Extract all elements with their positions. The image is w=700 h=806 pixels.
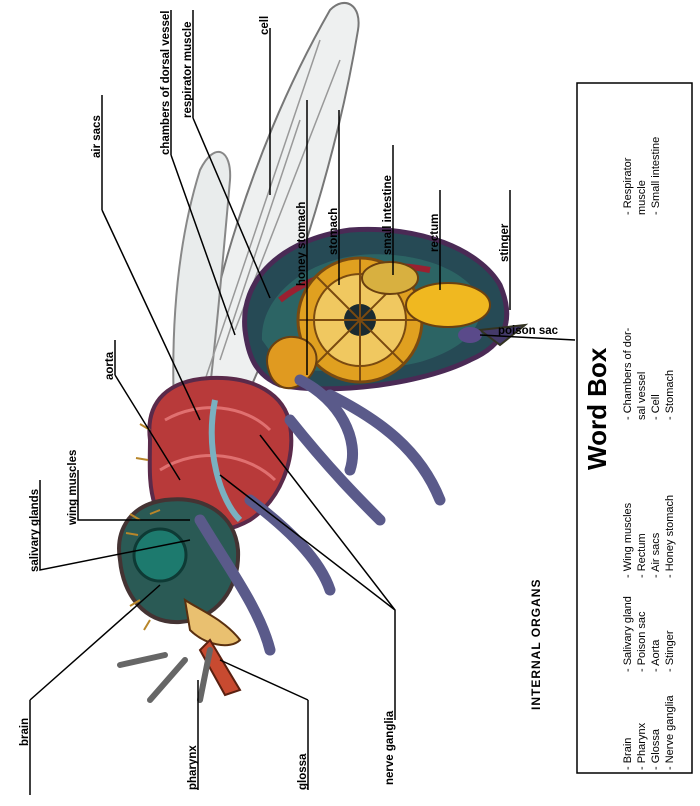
word-box-item: - Chambers of dor- bbox=[622, 327, 634, 420]
word-box-item: - Poison sac bbox=[636, 611, 648, 672]
label-wing-muscles: wing muscles bbox=[67, 450, 79, 526]
word-box: Word Box - Brain - Pharynx - Glossa - Ne… bbox=[577, 83, 692, 773]
label-respirator-muscle: respirator muscle bbox=[182, 21, 194, 118]
word-box-item: - Nerve ganglia bbox=[664, 695, 676, 770]
bee-illustration bbox=[119, 3, 525, 700]
label-chambers-of-dorsal-vessel: chambers of dorsal vessel bbox=[160, 11, 172, 155]
word-box-title: Word Box bbox=[582, 347, 612, 470]
label-honey-stomach: honey stomach bbox=[296, 202, 308, 286]
label-glossa: glossa bbox=[297, 753, 309, 790]
word-box-item: - Small intestine bbox=[650, 137, 662, 215]
label-brain: brain bbox=[19, 718, 31, 746]
label-small-intestine: small intestine bbox=[382, 175, 394, 255]
label-salivary-glands: salivary glands bbox=[29, 489, 41, 572]
word-box-item: - Air sacs bbox=[650, 532, 662, 578]
figure-title: INTERNAL ORGANS bbox=[529, 579, 543, 710]
label-cell: cell bbox=[259, 16, 271, 35]
word-box-item: - Glossa bbox=[650, 728, 662, 770]
label-stomach: stomach bbox=[328, 208, 340, 255]
bee-small-intestine bbox=[362, 262, 418, 294]
label-rectum: rectum bbox=[429, 214, 441, 252]
label-nerve-ganglia: nerve ganglia bbox=[384, 710, 396, 785]
label-aorta: aorta bbox=[104, 351, 116, 380]
word-box-item: - Salivary gland bbox=[622, 596, 634, 672]
label-stinger: stinger bbox=[499, 223, 511, 262]
bee-brain bbox=[134, 529, 186, 581]
word-box-item: - Aorta bbox=[650, 639, 662, 672]
word-box-item: - Respirator bbox=[622, 157, 634, 215]
word-box-item: - Cell bbox=[650, 394, 662, 420]
label-air-sacs: air sacs bbox=[91, 115, 103, 158]
bee-rectum bbox=[406, 283, 490, 327]
word-box-item: - Brain bbox=[622, 738, 634, 770]
label-poison-sac: poison sac bbox=[498, 325, 559, 337]
word-box-item: - Stomach bbox=[664, 370, 676, 420]
word-box-item: sal vessel bbox=[636, 372, 648, 420]
word-box-item: - Rectum bbox=[636, 533, 648, 578]
word-box-item: - Pharynx bbox=[636, 722, 648, 770]
word-box-item: - Wing muscles bbox=[622, 502, 634, 578]
word-box-item: - Honey stomach bbox=[664, 495, 676, 578]
word-box-item: muscle bbox=[636, 180, 648, 215]
word-box-item: - Stinger bbox=[664, 630, 676, 672]
label-pharynx: pharynx bbox=[187, 745, 199, 790]
